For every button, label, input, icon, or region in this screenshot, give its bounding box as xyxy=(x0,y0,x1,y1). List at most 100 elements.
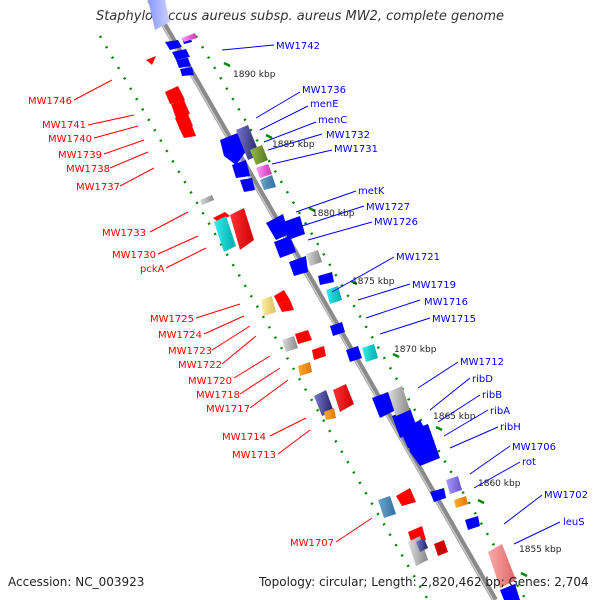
kbp-label: 1880 kbp xyxy=(312,209,355,219)
right-gene-labels: MW1742 MW1736 menE menC MW1732 MW1731 me… xyxy=(276,41,588,528)
gene-feature xyxy=(454,496,468,508)
gene-label: MW1738 xyxy=(66,164,110,175)
gene-feature xyxy=(388,386,410,416)
gene-label: MW1746 xyxy=(28,96,72,107)
gene-feature xyxy=(346,346,362,362)
tick-row-left xyxy=(98,35,430,600)
gene-feature xyxy=(446,476,462,494)
gene-label: MW1716 xyxy=(424,297,468,308)
reverse-strand-genes xyxy=(148,0,520,600)
gene-feature xyxy=(372,392,396,418)
gene-label: MW1730 xyxy=(112,250,156,261)
kbp-label: 1860 kbp xyxy=(478,479,521,489)
gene-label: rot xyxy=(522,457,536,468)
gene-feature xyxy=(282,336,298,352)
gene-feature xyxy=(274,290,290,304)
gene-feature xyxy=(182,33,197,42)
gene-feature xyxy=(214,216,236,252)
gene-feature xyxy=(378,496,396,518)
gene-feature xyxy=(165,86,185,104)
gene-label: MW1741 xyxy=(42,120,86,131)
gene-label: ribD xyxy=(472,374,493,385)
gene-feature xyxy=(256,164,272,178)
gene-feature xyxy=(416,538,428,552)
gene-feature xyxy=(230,208,254,250)
gene-label: MW1731 xyxy=(334,144,378,155)
gene-label: MW1720 xyxy=(188,376,232,387)
tick-row-right xyxy=(194,35,528,600)
gene-label: ribH xyxy=(500,422,521,433)
gene-label: MW1719 xyxy=(412,280,456,291)
gene-label: menE xyxy=(310,99,339,110)
gene-label: MW1723 xyxy=(168,346,212,357)
gene-label: MW1721 xyxy=(396,252,440,263)
gene-feature xyxy=(488,544,516,588)
kbp-label: 1885 kbp xyxy=(272,140,315,150)
gene-label: ribB xyxy=(482,390,502,401)
accession-label: Accession: NC_003923 xyxy=(8,575,145,589)
map-title: Staphylococcus aureus subsp. aureus MW2,… xyxy=(95,9,505,24)
gene-feature xyxy=(146,56,156,65)
gene-feature xyxy=(213,212,230,222)
gene-feature xyxy=(283,216,305,240)
kbp-labels: 1890 kbp 1885 kbp 1880 kbp 1875 kbp 1870… xyxy=(233,70,562,555)
gene-label: MW1727 xyxy=(366,202,410,213)
gene-feature xyxy=(298,362,312,376)
gene-label: MW1718 xyxy=(196,390,240,401)
gene-feature xyxy=(295,330,312,344)
gene-label: MW1707 xyxy=(290,538,334,549)
kbp-label: 1855 kbp xyxy=(519,545,562,555)
gene-feature xyxy=(240,178,255,192)
gene-feature xyxy=(165,40,182,50)
gene-feature xyxy=(318,272,334,285)
gene-label: menC xyxy=(318,115,347,126)
gene-feature xyxy=(260,175,276,190)
gene-feature xyxy=(324,408,336,420)
gene-feature xyxy=(430,488,446,502)
gene-feature xyxy=(306,250,322,266)
gene-feature xyxy=(180,67,194,76)
kbp-label: 1875 kbp xyxy=(352,277,395,287)
gene-label: MW1717 xyxy=(206,404,250,415)
gene-label: MW1702 xyxy=(544,490,588,501)
left-callout-lines xyxy=(73,79,373,543)
gene-feature xyxy=(250,145,268,165)
gene-label: MW1733 xyxy=(102,228,146,239)
gene-feature xyxy=(434,540,448,556)
gene-label: MW1740 xyxy=(48,134,92,145)
gene-label: MW1732 xyxy=(326,130,370,141)
gene-label: MW1725 xyxy=(150,314,194,325)
gene-feature xyxy=(362,344,378,362)
gene-label: ribA xyxy=(490,406,510,417)
gene-label: MW1742 xyxy=(276,41,320,52)
kbp-ticks xyxy=(223,61,528,578)
gene-feature xyxy=(330,322,345,336)
gene-feature xyxy=(289,256,308,276)
kbp-label: 1890 kbp xyxy=(233,70,276,80)
topology-label: Topology: circular; Length: 2,820,462 bp… xyxy=(259,575,589,589)
gene-feature xyxy=(261,296,276,316)
gene-feature xyxy=(278,300,294,312)
gene-label: MW1715 xyxy=(432,314,476,325)
gene-label: MW1737 xyxy=(76,182,120,193)
gene-feature xyxy=(314,390,334,416)
forward-strand-genes xyxy=(146,56,426,544)
kbp-label: 1865 kbp xyxy=(433,412,476,422)
gene-feature xyxy=(406,424,440,466)
gene-label: MW1712 xyxy=(460,357,504,368)
gene-feature xyxy=(180,126,196,138)
gene-feature xyxy=(200,195,214,205)
gene-label: MW1722 xyxy=(178,360,222,371)
right-callout-lines xyxy=(221,44,561,545)
gene-label: MW1726 xyxy=(374,217,418,228)
gene-feature xyxy=(232,160,250,178)
gene-feature xyxy=(333,384,354,412)
gene-feature xyxy=(266,214,289,240)
gene-feature xyxy=(148,0,170,30)
gene-label: MW1713 xyxy=(232,450,276,461)
left-gene-labels: MW1746 MW1741 MW1740 MW1739 MW1738 MW173… xyxy=(28,96,334,549)
gene-label: metK xyxy=(358,186,385,197)
gene-label: MW1706 xyxy=(512,442,556,453)
gene-feature xyxy=(396,488,416,506)
